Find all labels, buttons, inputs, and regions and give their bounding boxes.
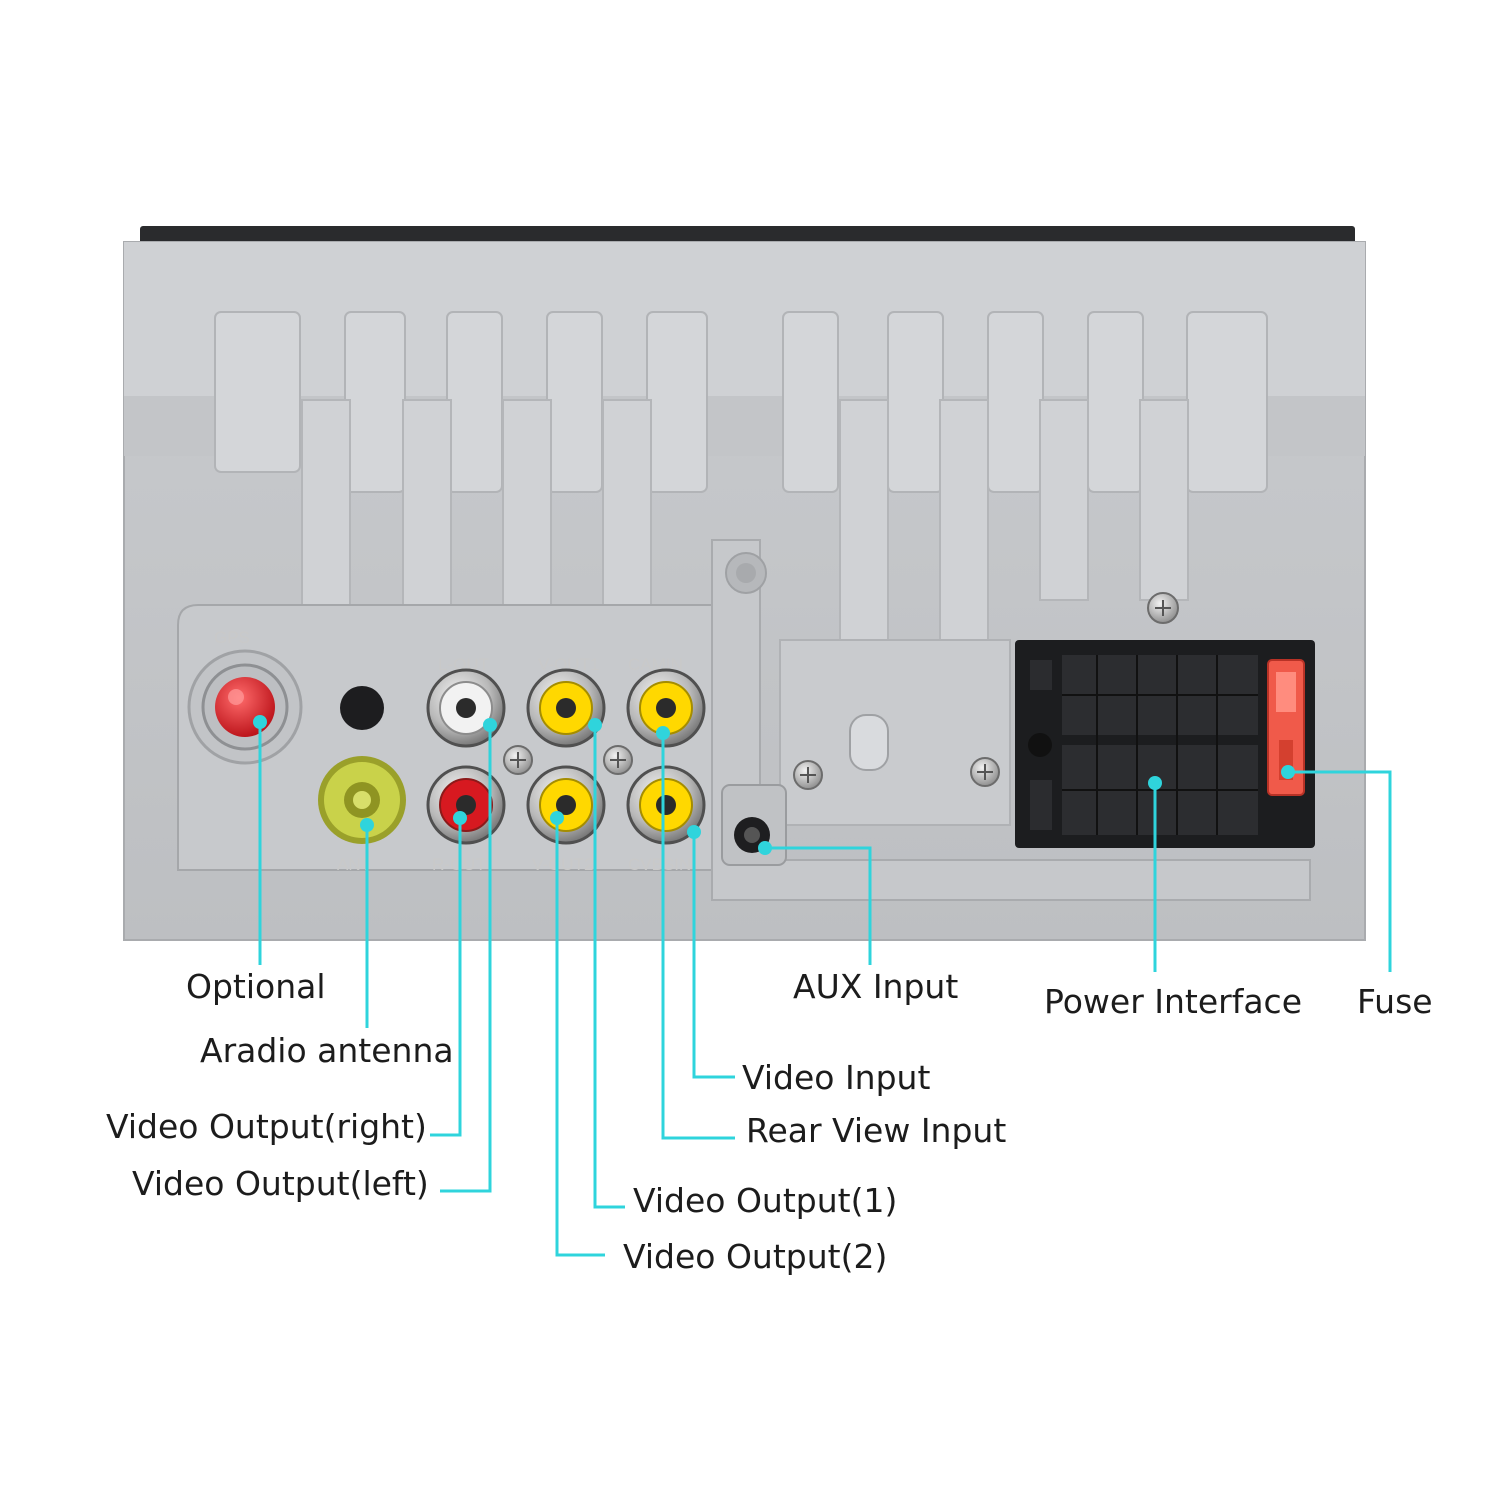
power-interface-connector bbox=[1015, 640, 1315, 848]
callout-video-output-1: Video Output(1) bbox=[633, 1181, 898, 1220]
leader-fuse bbox=[1288, 770, 1392, 972]
leader-aux-input bbox=[765, 846, 872, 965]
v-out1-label: V-OUT1 bbox=[538, 655, 599, 674]
plate-slot bbox=[849, 714, 889, 771]
leader-video-output-right bbox=[430, 818, 462, 1137]
callout-rear-view-input: Rear View Input bbox=[746, 1111, 1007, 1150]
unit-top-edge bbox=[140, 226, 1355, 244]
rca-v-out2 bbox=[526, 765, 606, 845]
rca-v-out1 bbox=[526, 668, 606, 748]
antenna-connector bbox=[318, 756, 406, 844]
callout-optional: Optional bbox=[186, 967, 326, 1006]
body-ribs bbox=[301, 399, 1189, 641]
rca-cvbs-in bbox=[626, 765, 706, 845]
leader-rear-view-input bbox=[661, 733, 735, 1140]
leader-video-input bbox=[692, 832, 735, 1079]
rca-cam-in bbox=[626, 668, 706, 748]
fuse bbox=[1267, 659, 1305, 796]
callout-video-output-2: Video Output(2) bbox=[623, 1237, 888, 1276]
callout-fuse: Fuse bbox=[1357, 982, 1433, 1021]
rca-r-out bbox=[426, 765, 506, 845]
rca-l-out bbox=[426, 668, 506, 748]
gps-label: GPS bbox=[214, 628, 250, 647]
callout-video-output-left: Video Output(left) bbox=[132, 1164, 429, 1203]
cvbsin-label: CVBSIN bbox=[628, 855, 691, 874]
callout-video-input: Video Input bbox=[742, 1058, 931, 1097]
gps-connector-cap bbox=[215, 677, 275, 737]
l-out-label: L-OUT bbox=[438, 655, 489, 674]
v-out2-label: V-OUT2 bbox=[532, 855, 593, 874]
leader-video-output-left bbox=[440, 725, 492, 1193]
leader-video-output-2 bbox=[555, 818, 605, 1257]
leader-lines bbox=[258, 722, 1392, 1257]
heat-sink-band bbox=[124, 242, 1365, 402]
blank-hole bbox=[340, 686, 384, 730]
screws bbox=[503, 592, 1179, 790]
leader-dots bbox=[253, 715, 1295, 855]
callout-power-interface: Power Interface bbox=[1044, 982, 1303, 1021]
ant-label: ANT bbox=[337, 855, 371, 874]
callout-aux-input: AUX Input bbox=[793, 967, 959, 1006]
heat-sink-fins bbox=[214, 311, 1268, 493]
aux-jack bbox=[721, 784, 787, 866]
gps-connector bbox=[187, 649, 303, 765]
leader-video-output-1 bbox=[593, 725, 625, 1209]
callout-video-output-right: Video Output(right) bbox=[106, 1107, 427, 1146]
callout-radio-antenna: Aradio antenna bbox=[200, 1031, 454, 1070]
